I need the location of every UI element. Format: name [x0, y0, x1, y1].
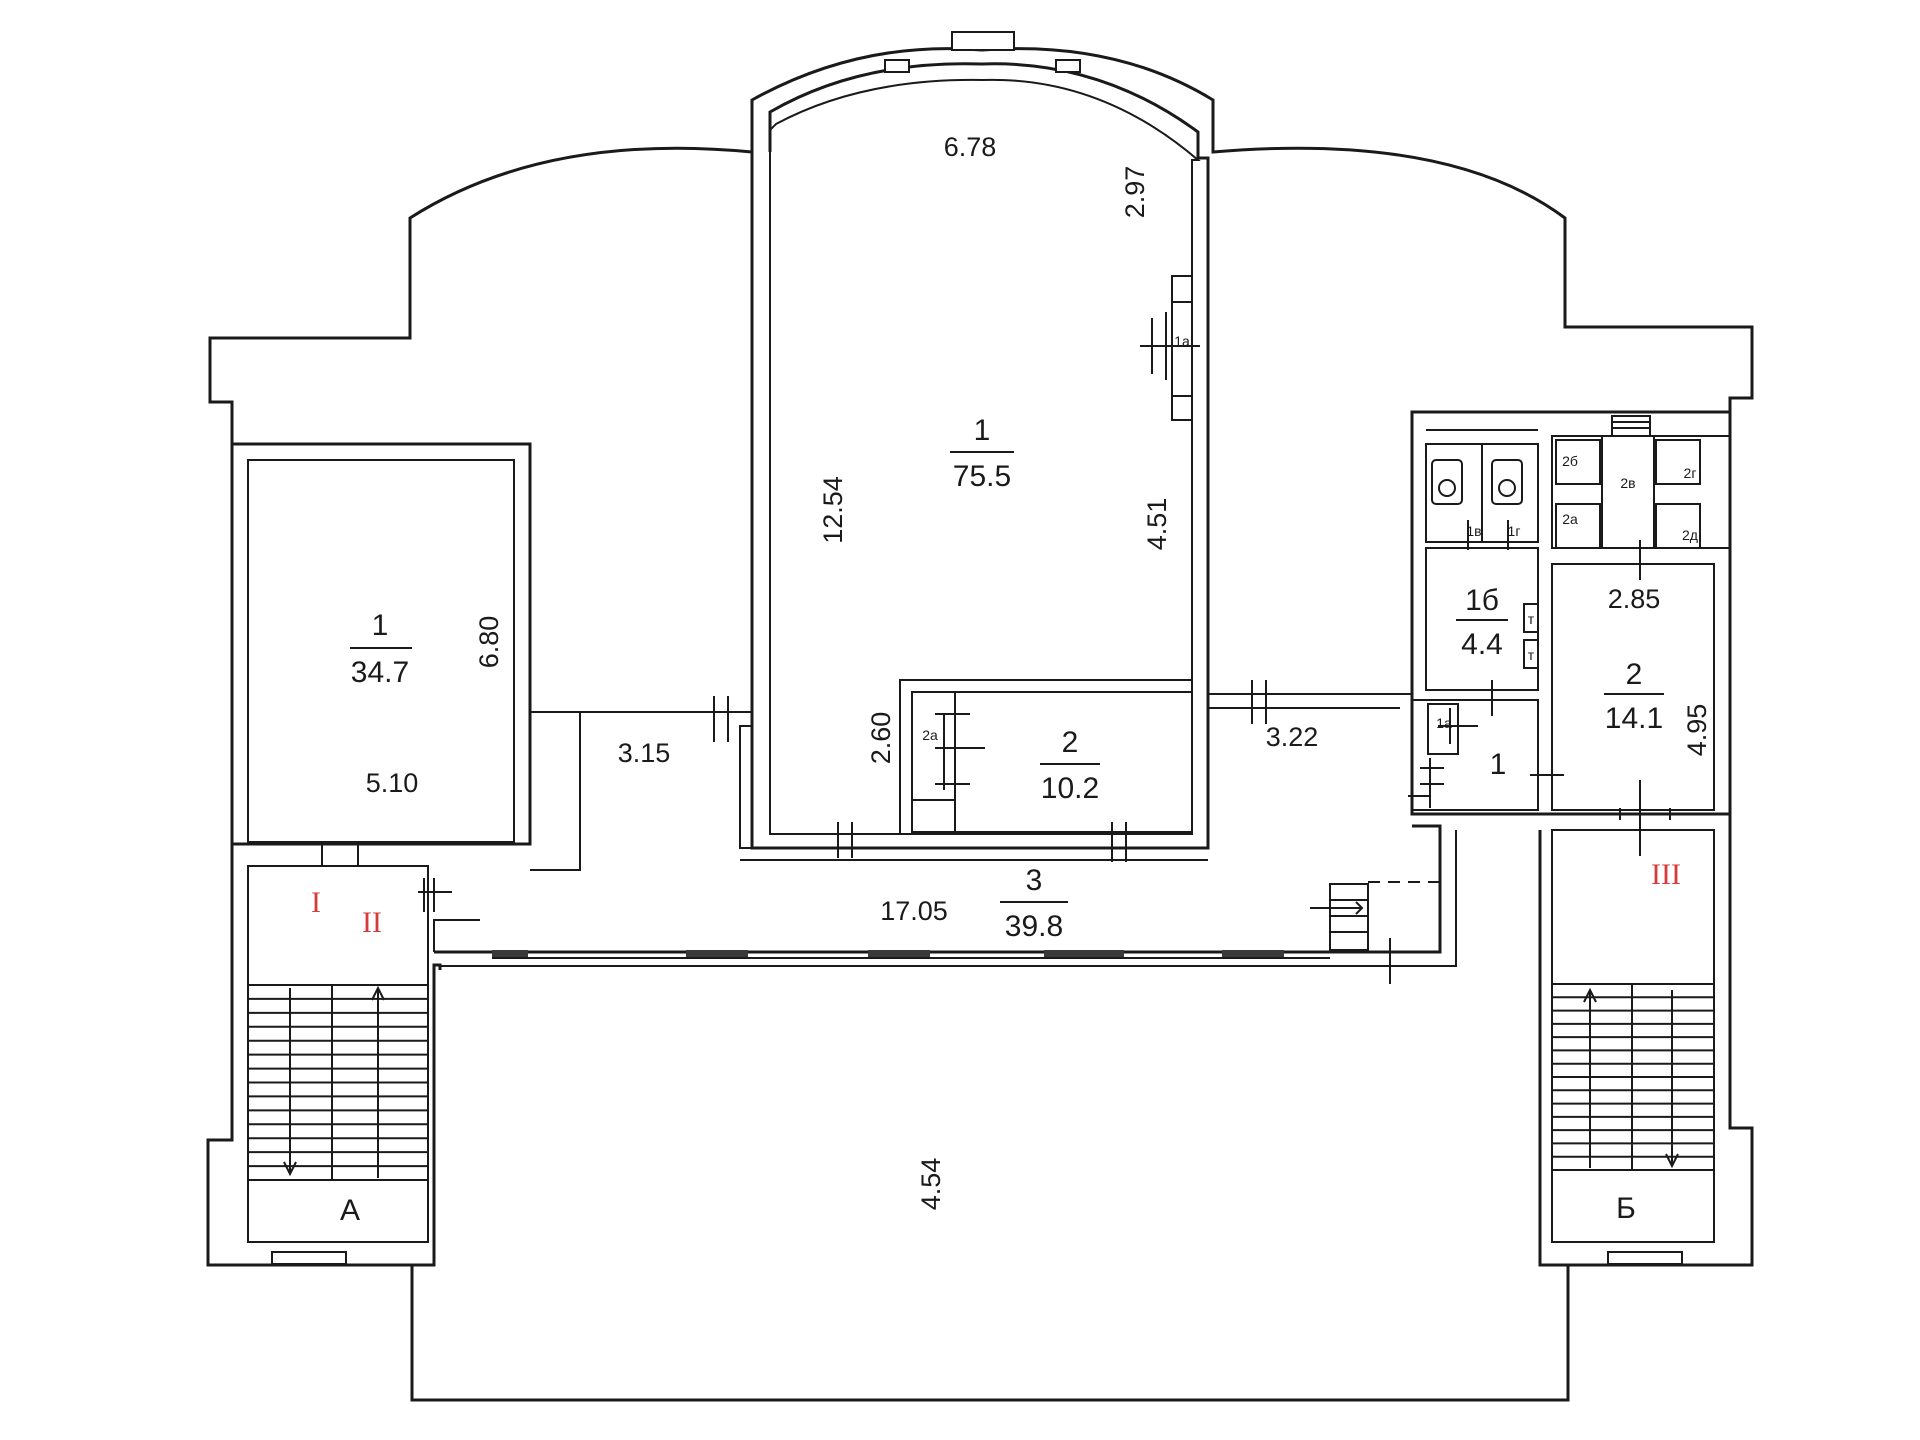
dim-terrace: 4.54 [916, 1158, 946, 1211]
dim-right-office-width: 2.85 [1608, 584, 1661, 614]
dim-right-office-height: 4.95 [1682, 704, 1712, 757]
dim-passage-left: 3.15 [618, 738, 671, 768]
dim-corridor-length: 17.05 [880, 896, 948, 926]
dim-small-office-height: 2.60 [866, 712, 896, 765]
left-stair-room [247, 841, 429, 1265]
left-office [230, 442, 532, 846]
closet-2a-label: 2а [922, 727, 938, 743]
passages [530, 680, 1412, 871]
wc-lobby-area: 4.4 [1461, 628, 1503, 661]
section-mark-ii: II [362, 906, 382, 939]
main-hall [750, 31, 1210, 858]
wc-2d-label: 2д [1682, 527, 1698, 543]
labels: 1 34.7 6.80 5.10 1 75.5 6.78 2.97 12.54 … [311, 132, 1712, 1227]
dim-hall-left: 12.54 [818, 476, 848, 544]
stair-a-steps [248, 997, 428, 1168]
outer-walls [206, 47, 1754, 1402]
wc-lobby-number: 1б [1465, 584, 1499, 617]
toilet-t2-label: т [1528, 647, 1535, 663]
wc-2a-label: 2а [1562, 511, 1578, 527]
right-office-number: 2 [1626, 658, 1643, 691]
left-stair-block [206, 444, 442, 1267]
wc-1a-label: 1а [1436, 715, 1452, 731]
right-office-area: 14.1 [1605, 702, 1663, 735]
right-block [1408, 410, 1732, 856]
corridor-number: 3 [1026, 864, 1043, 897]
dim-passage-right: 3.22 [1266, 722, 1319, 752]
wc-2v-label: 2в [1620, 475, 1635, 491]
terrace-contour [410, 1265, 1570, 1402]
dim-hall-top: 6.78 [944, 132, 997, 162]
toilet-t1-label: т [1528, 611, 1535, 627]
right-stair-room [1551, 829, 1715, 1265]
stair-b-label: Б [1616, 1192, 1636, 1225]
left-office-number: 1 [372, 609, 389, 642]
corridor-area: 39.8 [1005, 910, 1063, 943]
main-hall-area: 75.5 [953, 460, 1011, 493]
niche-1a-label: 1а [1174, 333, 1190, 349]
wc-2b-label: 2б [1562, 453, 1578, 469]
vestibule-number: 1 [1490, 748, 1507, 781]
section-mark-iii: III [1651, 858, 1681, 891]
main-hall-number: 1 [974, 414, 991, 447]
left-office-area: 34.7 [351, 656, 409, 689]
upper-contour [208, 47, 1754, 444]
small-office-number: 2 [1062, 726, 1079, 759]
corridor [418, 824, 1457, 984]
wc-1g-label: 1г [1508, 523, 1521, 539]
dim-hall-right: 4.51 [1142, 498, 1172, 551]
stair-a-label: А [340, 1194, 360, 1227]
small-office [899, 679, 1193, 862]
wc-2g-label: 2г [1684, 465, 1697, 481]
dim-hall-top-right: 2.97 [1120, 166, 1150, 219]
wc-1v-label: 1в [1466, 523, 1481, 539]
dim-left-office-width: 5.10 [366, 768, 419, 798]
section-mark-i: I [311, 886, 321, 919]
small-office-area: 10.2 [1041, 772, 1099, 805]
dim-left-office-height: 6.80 [474, 616, 504, 669]
